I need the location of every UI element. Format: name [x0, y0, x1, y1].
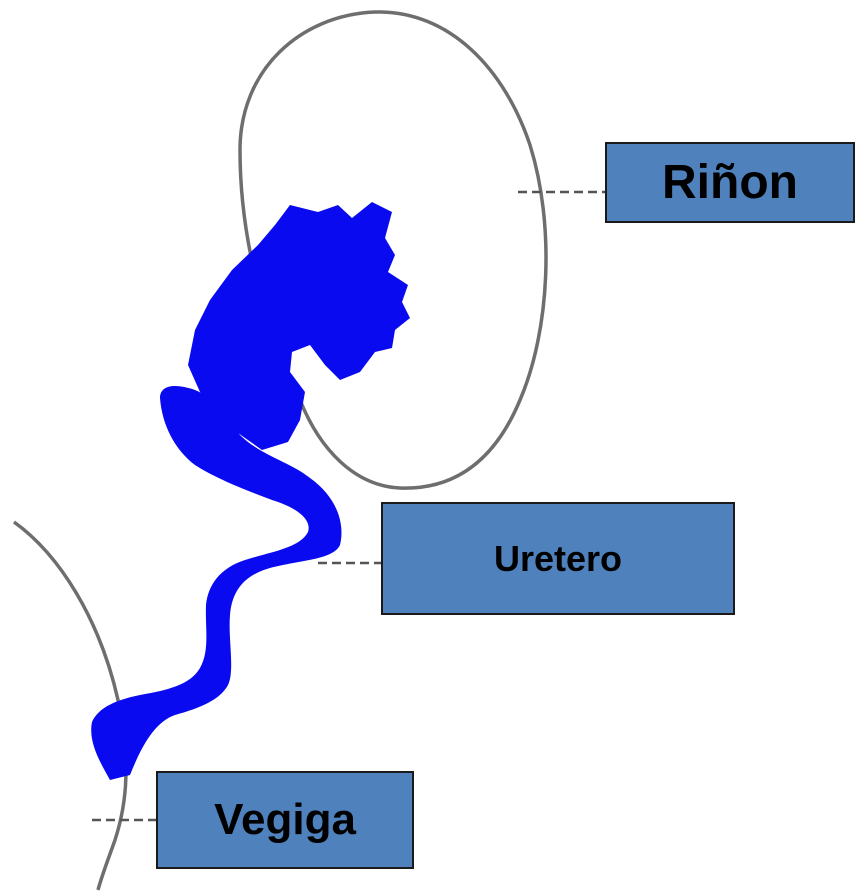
ureter-label-box: Uretero [381, 502, 735, 615]
bladder-label-box: Vegiga [156, 771, 414, 869]
kidney-label: Riñon [662, 155, 798, 210]
bladder-label: Vegiga [214, 795, 356, 845]
ureter-label: Uretero [494, 538, 622, 580]
ureter-tube [91, 386, 341, 780]
kidney-label-box: Riñon [605, 142, 855, 223]
